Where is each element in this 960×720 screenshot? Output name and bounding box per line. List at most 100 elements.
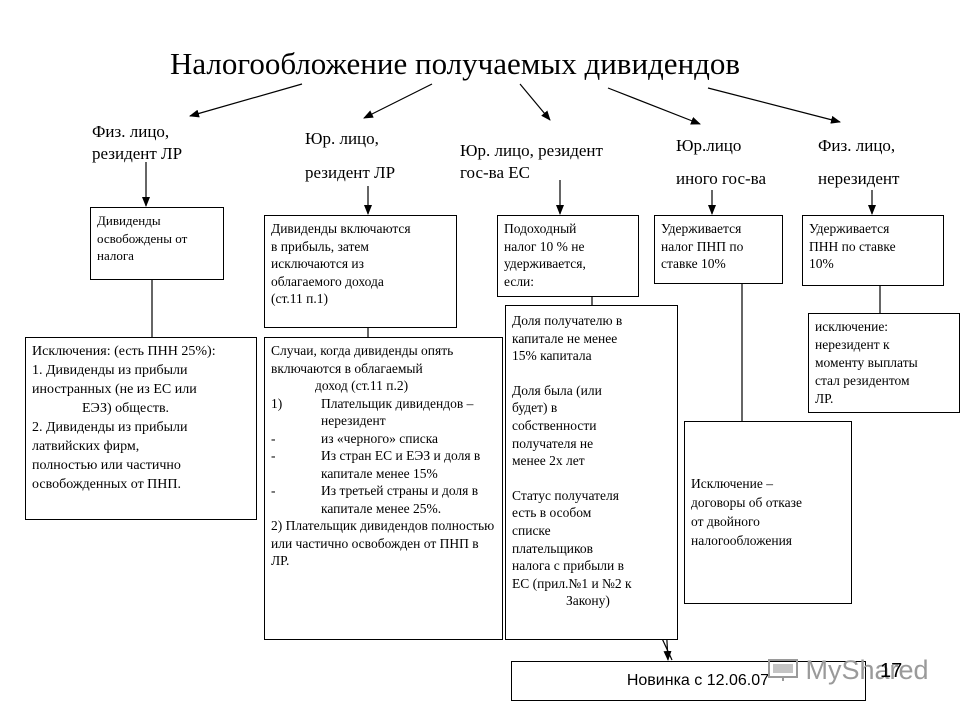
box-line: списке bbox=[512, 522, 551, 538]
box-income-tax: Подоходный налог 10 % не удерживается, е… bbox=[497, 215, 639, 297]
box-line: освобожденных от ПНП. bbox=[32, 477, 182, 492]
box-line: Исключения: (есть ПНН 25%): bbox=[32, 344, 216, 359]
box-line: Удерживается bbox=[809, 221, 890, 236]
item-marker: - bbox=[271, 448, 276, 463]
box-line: полностью или частично bbox=[32, 458, 181, 473]
box-line: Исключение – bbox=[691, 476, 773, 491]
header-legal-resident: Юр. лицо, резидент ЛР bbox=[305, 128, 395, 184]
box-line: Статус получателя bbox=[512, 487, 619, 503]
item-text: Из третьей страны и доля в капитале мене… bbox=[321, 483, 479, 516]
box-line: 2) Плательщик дивидендов полностью или ч… bbox=[271, 518, 495, 568]
new-since-label: Новинка с 12.06.07 bbox=[626, 672, 769, 689]
new-since-box: Новинка с 12.06.07 bbox=[511, 661, 866, 701]
box-withheld-pnn: Удерживается ПНН по ставке 10% bbox=[802, 215, 944, 286]
box-line: исключение: bbox=[815, 319, 889, 334]
box-line: 10% bbox=[809, 256, 834, 271]
box-withheld-pnp: Удерживается налог ПНП по ставке 10% bbox=[654, 215, 783, 284]
box-line: ПНН по ставке bbox=[809, 238, 896, 254]
header-line: Юр. лицо, резидент bbox=[460, 141, 603, 160]
box-line: Закону) bbox=[566, 593, 610, 609]
box-line: от двойного bbox=[691, 514, 760, 529]
box-conditions: Доля получателю в капитале не менее 15% … bbox=[505, 305, 678, 640]
box-line: менее 2х лет bbox=[512, 453, 585, 469]
box-line: ставке 10% bbox=[661, 256, 726, 271]
case-item: - Из стран ЕС и ЕЭЗ и доля в капитале мен… bbox=[271, 447, 496, 482]
arrow-to-h2 bbox=[363, 83, 433, 119]
case-item: - Из третьей страны и доля в капитале мен… bbox=[271, 482, 496, 517]
item-marker: 1) bbox=[271, 395, 283, 411]
item-text: Плательщик дивидендов – нерезидент bbox=[321, 395, 474, 429]
header-line: нерезидент bbox=[818, 169, 900, 188]
arrow-to-h1 bbox=[189, 83, 303, 118]
box-line bbox=[512, 470, 671, 487]
header-line: Юр. лицо, bbox=[305, 129, 379, 148]
box-line: есть в особом bbox=[512, 505, 592, 521]
box-line: Случаи, когда дивиденды опять bbox=[271, 343, 454, 358]
box-line: Дивиденды bbox=[97, 213, 161, 228]
header-phys-resident: Физ. лицо, резидент ЛР bbox=[92, 121, 182, 165]
box-line: латвийских фирм, bbox=[32, 439, 140, 454]
box-line: ЕС (прил.№1 и №2 к bbox=[512, 575, 632, 591]
page-number: 17 bbox=[880, 660, 903, 682]
box-line: если: bbox=[504, 273, 535, 289]
watermark-logo: MyShared bbox=[768, 655, 929, 686]
box-line: налог ПНП по bbox=[661, 238, 744, 254]
header-legal-eu: Юр. лицо, резидент гос-ва ЕС bbox=[460, 140, 603, 184]
box-line: включаются в облагаемый bbox=[271, 360, 423, 376]
box-nonresident-exception: исключение: нерезидент к моменту выплаты… bbox=[808, 313, 960, 413]
header-line: Физ. лицо, bbox=[92, 122, 170, 141]
box-exempt: Дивиденды освобождены от налога bbox=[90, 207, 224, 280]
presentation-icon bbox=[768, 659, 798, 681]
box-line: Доля была (или bbox=[512, 382, 602, 398]
box-line: Доля получателю в bbox=[512, 313, 623, 328]
box-line: 2. Дивиденды из прибыли bbox=[32, 420, 188, 435]
box-line: капитале не менее bbox=[512, 330, 618, 346]
box-line: доход (ст.11 п.2) bbox=[315, 378, 409, 393]
box-line: договоры об отказе bbox=[691, 495, 802, 510]
item-marker: - bbox=[271, 483, 276, 498]
box-exceptions-phys: Исключения: (есть ПНН 25%): 1. Дивиденды… bbox=[25, 337, 257, 520]
box-line: Дивиденды включаются bbox=[271, 221, 411, 236]
header-line: резидент ЛР bbox=[305, 163, 396, 182]
box-line: облагаемого дохода bbox=[271, 273, 384, 289]
box-line: освобождены от bbox=[97, 230, 188, 246]
header-legal-other: Юр.лицо иного гос-ва bbox=[676, 135, 766, 190]
box-line: удерживается, bbox=[504, 256, 586, 271]
box-line: иностранных (не из ЕС или bbox=[32, 382, 197, 397]
box-line: Подоходный bbox=[504, 221, 577, 236]
item-marker: - bbox=[271, 430, 276, 446]
box-line: налога с прибыли в bbox=[512, 558, 624, 574]
box-double-tax-exception: Исключение – договоры об отказе от двойн… bbox=[684, 421, 852, 604]
page-title: Налогообложение получаемых дивидендов bbox=[170, 46, 741, 81]
box-line: стал резидентом bbox=[815, 373, 910, 388]
header-line: Юр.лицо bbox=[676, 136, 742, 155]
item-text: из «черного» списка bbox=[321, 430, 439, 446]
box-cases-reincluded: Случаи, когда дивиденды опять включаются… bbox=[264, 337, 503, 640]
box-line: (ст.11 п.1) bbox=[271, 291, 328, 306]
box-line: будет) в bbox=[512, 400, 558, 416]
box-line: налога bbox=[97, 248, 134, 263]
box-line: исключаются из bbox=[271, 256, 364, 271]
header-line: гос-ва ЕС bbox=[460, 163, 531, 182]
watermark-text: MyShared bbox=[805, 655, 929, 685]
arrow-to-h4 bbox=[607, 87, 701, 125]
header-line: Физ. лицо, bbox=[818, 136, 896, 155]
item-text: Из стран ЕС и ЕЭЗ и доля в капитале мене… bbox=[321, 448, 481, 481]
box-line: налог 10 % не bbox=[504, 238, 585, 254]
header-line: иного гос-ва bbox=[676, 169, 767, 188]
arrow-to-h5 bbox=[707, 87, 841, 124]
header-phys-nonresident: Физ. лицо, нерезидент bbox=[818, 135, 899, 190]
box-line: получателя не bbox=[512, 435, 594, 451]
box-line: 15% капитала bbox=[512, 348, 592, 364]
box-line: моменту выплаты bbox=[815, 355, 918, 370]
box-line bbox=[512, 365, 671, 382]
box-line: 1. Дивиденды из прибыли bbox=[32, 363, 188, 378]
case-item: 1) Плательщик дивидендов – нерезидент bbox=[271, 395, 496, 430]
box-line: ЛР. bbox=[815, 391, 834, 406]
box-line: собственности bbox=[512, 417, 597, 433]
box-included-profit: Дивиденды включаются в прибыль, затем ис… bbox=[264, 215, 457, 328]
box-line: ЕЭЗ) обществ. bbox=[82, 401, 170, 416]
case-item: - из «черного» списка bbox=[271, 430, 496, 448]
box-line: в прибыль, затем bbox=[271, 238, 369, 254]
box-line: Удерживается bbox=[661, 221, 742, 236]
